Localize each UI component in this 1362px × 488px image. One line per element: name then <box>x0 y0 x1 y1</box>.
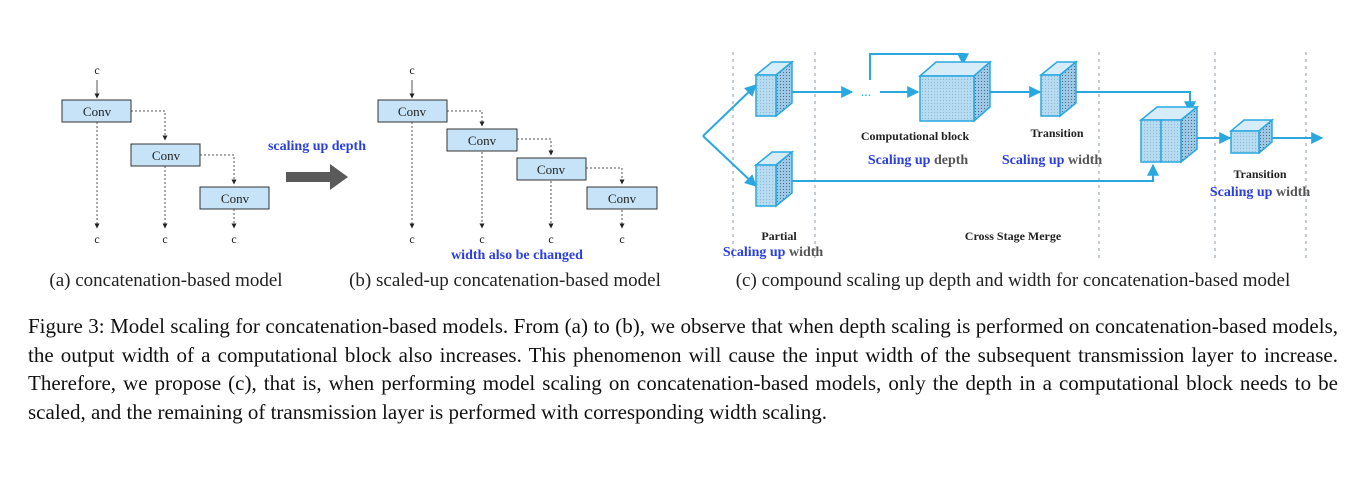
conv-label: Conv <box>468 133 497 148</box>
partial-cube-bottom <box>753 150 795 208</box>
merge-cube <box>1138 105 1200 164</box>
scaling-up-depth-label: scaling up depth <box>268 139 366 154</box>
panel-b: c <box>377 63 658 229</box>
computational-block-cube <box>918 60 992 123</box>
computational-block-label: Computational block <box>861 129 970 143</box>
subcaption-a: (a) concatenation-based model <box>49 270 282 291</box>
subcaption-c: (c) compound scaling up depth and width … <box>736 270 1291 291</box>
conv-box <box>516 157 587 181</box>
conv-label: Conv <box>537 162 566 177</box>
connector-arrow <box>447 110 485 127</box>
connector-arrow <box>586 167 625 185</box>
conv-box <box>199 186 270 210</box>
cross-stage-merge-label: Cross Stage Merge <box>965 229 1062 243</box>
transition-cube-1 <box>1038 60 1079 118</box>
output-c-label: c <box>619 232 624 246</box>
connector-arrow <box>517 138 554 156</box>
partial-cube-top <box>753 60 795 118</box>
partial-label: Partial <box>761 229 797 243</box>
transition-label: Transition <box>1233 167 1286 181</box>
figure-diagram: c Conv Conv Conv c c c (a) concatenation… <box>49 52 1324 291</box>
input-c-label: c <box>94 63 99 77</box>
trans2-scaling-label: Scaling up width <box>1210 185 1311 200</box>
ellipsis: ... <box>861 85 872 100</box>
transition-label: Transition <box>1030 126 1083 140</box>
conv-box <box>130 143 201 167</box>
output-c-label: c <box>231 232 236 246</box>
conv-box <box>377 99 448 123</box>
partial-scaling-label: Scaling up width <box>723 245 824 260</box>
panel-a-labels: Conv Conv Conv c c c <box>83 104 250 246</box>
conv-box <box>446 128 518 152</box>
conv-label: Conv <box>83 104 112 119</box>
transition-cube-2 <box>1228 118 1275 155</box>
output-c-label: c <box>409 232 414 246</box>
subcaption-b: (b) scaled-up concatenation-based model <box>349 270 661 291</box>
connector-arrow <box>200 154 237 185</box>
panel-a: c <box>61 63 270 229</box>
big-right-arrow-icon <box>286 164 348 190</box>
conv-box <box>61 99 132 123</box>
input-c-label: c <box>409 63 414 77</box>
conv-box <box>586 186 658 210</box>
panel-c-labels: Computational block Scaling up depth Tra… <box>723 126 1311 260</box>
comp-scaling-label: Scaling up depth <box>868 153 969 168</box>
figure-caption: Figure 3: Model scaling for concatenatio… <box>28 314 1338 424</box>
conv-label: Conv <box>608 191 637 206</box>
panel-c-flow <box>702 53 1324 187</box>
width-changed-note: width also be changed <box>451 248 583 263</box>
output-c-label: c <box>548 232 553 246</box>
output-c-label: c <box>94 232 99 246</box>
conv-label: Conv <box>221 191 250 206</box>
conv-label: Conv <box>398 104 427 119</box>
output-c-label: c <box>162 232 167 246</box>
output-c-label: c <box>479 232 484 246</box>
conv-label: Conv <box>152 148 181 163</box>
connector-arrow <box>131 110 168 141</box>
trans1-scaling-label: Scaling up width <box>1002 153 1103 168</box>
panel-b-labels: Conv Conv Conv Conv c c c c c <box>398 104 637 246</box>
